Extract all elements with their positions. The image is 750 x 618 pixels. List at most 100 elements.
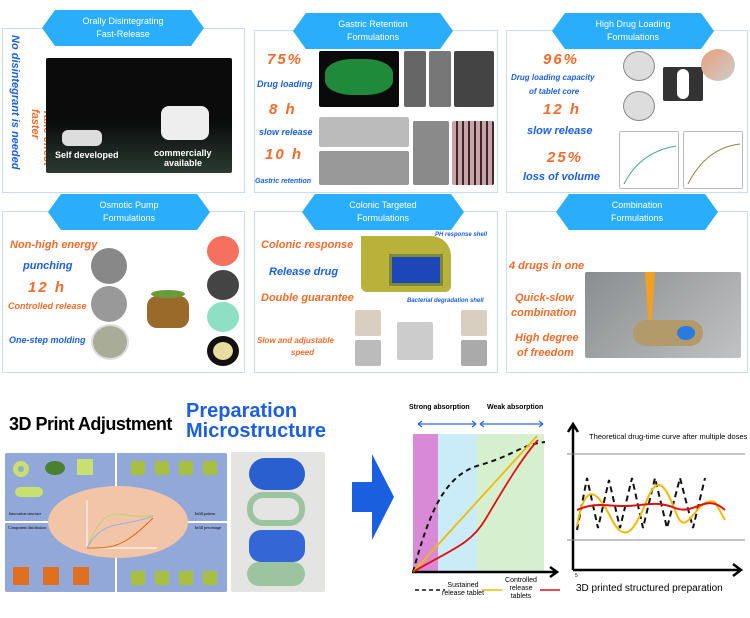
title-preparation: Preparation	[186, 400, 298, 422]
ct-image-c	[429, 51, 451, 107]
text-colonic-response: Colonic response	[261, 239, 354, 251]
photo-yellow	[207, 336, 239, 366]
photo-red	[207, 236, 239, 266]
label-gastric-retention: Gastric retention	[255, 178, 312, 185]
legend-red	[540, 589, 560, 591]
side-view-image	[623, 91, 655, 121]
text-controlled-release: Controlled release	[8, 301, 87, 311]
label-infill-pattern: Infill pattern	[195, 511, 216, 516]
zone-small-intestine	[438, 434, 477, 572]
ct-image-d	[454, 51, 494, 107]
ct-image-b	[404, 51, 426, 107]
text-high-degree: High degree	[515, 332, 579, 344]
label-weak-absorption: Weak absorption	[487, 404, 544, 411]
panel-osmotic-pump: Non-high energy punching 12 h Controlled…	[2, 211, 245, 373]
y-axis	[566, 421, 580, 570]
photo-dark	[207, 270, 239, 300]
right-arrow-icon	[352, 454, 394, 540]
value-12h: 12 h	[543, 101, 582, 118]
panel-high-drug-loading: 96% Drug loading capacity of tablet core…	[506, 30, 748, 193]
photo-3	[461, 310, 487, 336]
label-drug-loading: Drug loading	[257, 79, 313, 89]
panel-colonic-targeted: Colonic response Release drug Double gua…	[254, 211, 498, 373]
chart2-tick: 5	[575, 573, 578, 579]
legend-dashed	[415, 589, 445, 591]
text-of-freedom: of freedom	[517, 347, 574, 359]
side-text-blue: No disintegrant is needed	[9, 35, 21, 170]
panel-orally-disintegrating: No disintegrant is needed Take effect fa…	[2, 28, 245, 193]
series-yellow	[412, 435, 538, 573]
osmotic-tablet-model	[147, 296, 189, 328]
tablet-image	[663, 67, 703, 101]
sem-image-2	[91, 286, 127, 322]
title-microstructure: Microstructure	[186, 420, 327, 442]
text-quick-slow: Quick-slow	[515, 292, 574, 304]
capsule-photo	[397, 322, 433, 360]
shell-model	[361, 236, 451, 292]
green-scaffold-image	[319, 51, 399, 107]
label-slow-release: slow release	[527, 125, 593, 137]
grid-micro-image	[452, 121, 494, 185]
label-ph-shell: PH response shell	[435, 232, 488, 238]
photo-1	[355, 310, 381, 336]
label-available: available	[164, 158, 203, 168]
text-one-step-molding: One-step molding	[9, 335, 86, 345]
photo-2	[355, 340, 381, 366]
adjustment-figure: Innovation structure Infill pattern Comp…	[5, 453, 227, 592]
text-punching: punching	[23, 260, 73, 272]
series-controlled	[412, 439, 539, 573]
panel-gastric-retention: 75% Drug loading 8 h slow release 10 h G…	[254, 30, 498, 193]
release-chart-2	[683, 131, 743, 189]
value-10h: 10 h	[265, 146, 304, 163]
arrow-strong	[417, 420, 477, 428]
legend-yellow	[482, 589, 502, 591]
label-infill-percentage: Infill percentage	[195, 525, 222, 530]
absorption-chart	[412, 420, 560, 579]
arrow-weak	[479, 420, 544, 428]
legend-controlled: Controlled release tablets	[505, 577, 537, 600]
vertical-view-image	[623, 51, 655, 81]
series-red	[576, 502, 726, 511]
label-strong-absorption: Strong absorption	[409, 404, 470, 411]
series-dashed	[576, 474, 706, 531]
lattice-image	[319, 117, 409, 147]
text-slow-adjustable: Slow and adjustable	[257, 336, 334, 345]
panel-combination: 4 drugs in one Quick-slow combination Hi…	[506, 211, 748, 373]
label-slow-release: slow release	[259, 127, 313, 137]
printing-photo	[585, 272, 741, 358]
chart2-title: Theoretical drug-time curve after multip…	[589, 432, 748, 441]
value-12h: 12 h	[28, 279, 67, 296]
legend-sustained: Sustained release tablet	[441, 582, 485, 597]
text-4-drugs: 4 drugs in one	[509, 260, 585, 272]
photo-4	[461, 340, 487, 366]
value-96: 96%	[543, 51, 580, 68]
label-component-distribution: Component distribution	[8, 525, 47, 530]
x-axis	[412, 565, 560, 579]
sem-image-1	[91, 248, 127, 284]
value-25: 25%	[547, 149, 584, 166]
label-commercially: commercially	[154, 148, 212, 158]
sem-image-3	[91, 324, 129, 360]
text-non-high-energy: Non-high energy	[10, 239, 98, 251]
label-loss-of-volume: loss of volume	[523, 171, 601, 183]
tablet-membrane	[151, 290, 185, 298]
series-yellow	[576, 484, 726, 534]
zone-colon	[477, 434, 544, 572]
chart2-xlabel: 3D printed structured preparation	[576, 583, 723, 594]
text-double-guarantee: Double guarantee	[261, 292, 354, 304]
release-chart-1	[619, 131, 679, 189]
label-bacterial-shell: Bacterial degradation shell	[407, 298, 484, 304]
text-release-drug: Release drug	[269, 266, 339, 278]
title-3d-print-adjustment: 3D Print Adjustment	[9, 414, 172, 434]
text-speed: speed	[291, 348, 315, 357]
label-innovation-structure: Innovation structure	[9, 511, 42, 516]
label-drug-loading-capacity: Drug loading capacity	[511, 73, 595, 82]
text-combination: combination	[511, 307, 577, 319]
label-tablet-core: of tablet core	[529, 87, 580, 96]
